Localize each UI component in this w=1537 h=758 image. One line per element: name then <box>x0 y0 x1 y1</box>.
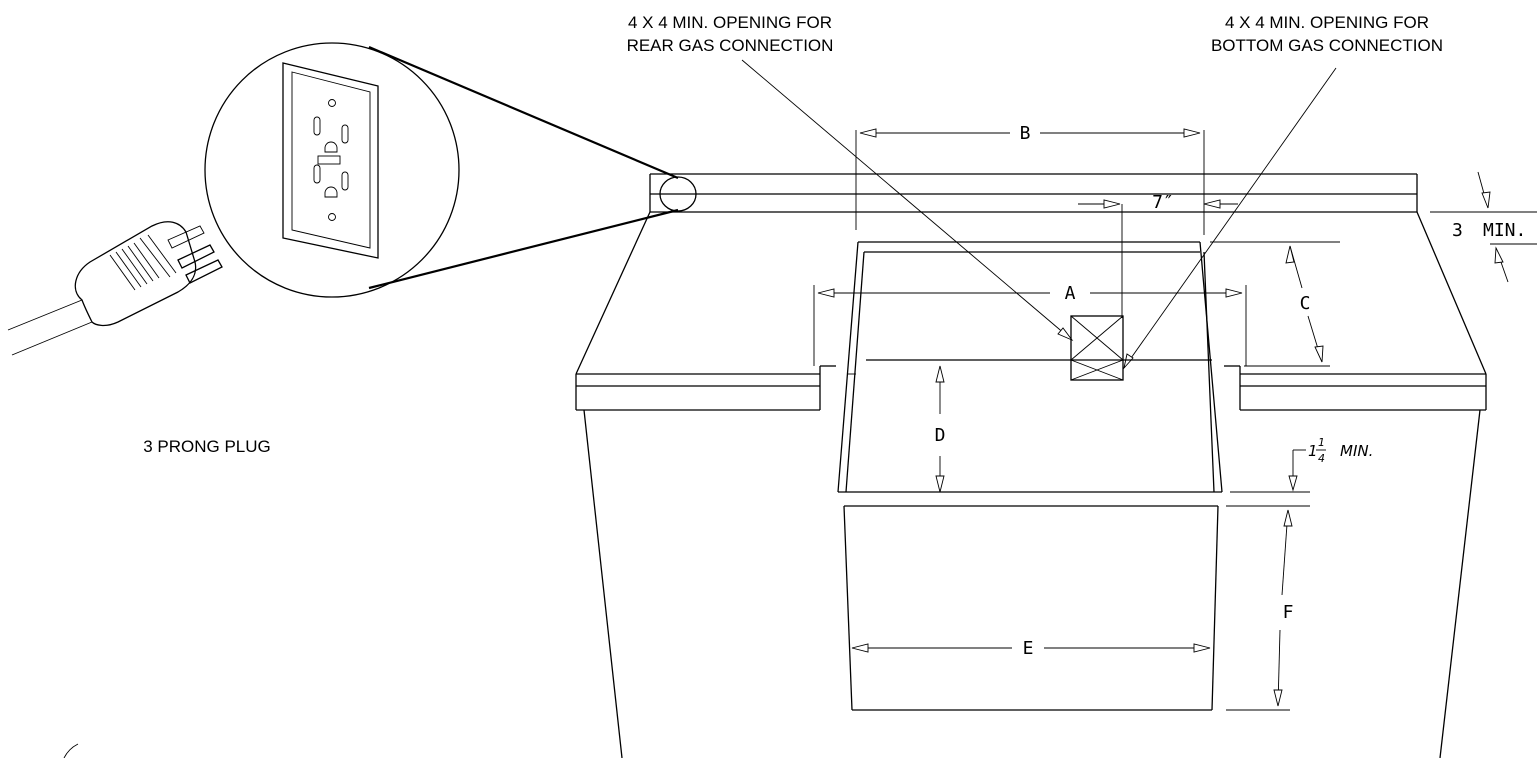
counter-right-edge <box>1416 211 1487 375</box>
counter-front-right <box>1224 365 1487 411</box>
magnifier-circle <box>204 42 460 298</box>
bottom-gas-callout-line2: BOTTOM GAS CONNECTION <box>1211 36 1443 55</box>
dimension-f: F <box>1226 505 1300 711</box>
backsplash <box>649 173 1418 213</box>
cabinet-right-side <box>1439 409 1481 758</box>
rear-gas-callout-line1: 4 X 4 MIN. OPENING FOR <box>628 13 832 32</box>
magnifier-leader-bottom <box>368 208 679 290</box>
magnifier-leader-top <box>368 45 679 180</box>
bottom-gas-leader <box>1123 67 1337 369</box>
bottom-gas-callout-line1: 4 X 4 MIN. OPENING FOR <box>1225 13 1429 32</box>
dim-3min-value: 3 <box>1452 220 1463 241</box>
dimension-d: D <box>848 365 946 493</box>
plug-icon <box>7 221 223 356</box>
dim-1-1-4-whole: 1 <box>1308 442 1318 460</box>
dimension-7in: 7″ <box>1078 192 1238 318</box>
lower-opening <box>843 505 1219 711</box>
outlet-plate <box>282 62 379 259</box>
gas-opening-box <box>1070 315 1124 381</box>
dim-e-label: E <box>1023 638 1034 659</box>
dim-d-label: D <box>935 425 946 446</box>
dimension-1-1-4-min: 1 1 4 MIN. <box>1230 436 1373 507</box>
plug-label: 3 PRONG PLUG <box>143 437 271 456</box>
dim-c-label: C <box>1300 293 1311 314</box>
dim-1-1-4-unit: MIN. <box>1340 442 1373 460</box>
outlet-location-marker <box>659 176 697 212</box>
counter-left-edge <box>575 211 651 375</box>
cabinet-left-side <box>583 409 623 758</box>
range-cutout <box>837 241 1223 493</box>
stray-mark <box>63 743 79 758</box>
dimension-a: A <box>813 283 1247 366</box>
dim-1-1-4-den: 4 <box>1318 452 1325 465</box>
outlet-icon <box>282 62 379 259</box>
dim-f-label: F <box>1283 602 1294 623</box>
outlet-magnifier <box>204 42 679 298</box>
dim-3min-unit: MIN. <box>1483 220 1526 241</box>
counter-front-left <box>575 365 836 411</box>
bottom-gas-leader-arrow <box>1123 353 1134 370</box>
rear-gas-callout-line2: REAR GAS CONNECTION <box>627 36 834 55</box>
dimension-b: B <box>855 123 1205 235</box>
rear-gas-leader <box>741 59 1073 341</box>
rear-gas-leader-arrow <box>1057 327 1074 342</box>
dim-b-label: B <box>1020 123 1031 144</box>
dimension-e: E <box>851 638 1211 659</box>
dim-1-1-4-num: 1 <box>1318 436 1325 449</box>
dim-a-label: A <box>1065 283 1076 304</box>
dimension-c: C <box>1210 241 1340 367</box>
dim-7in-label: 7″ <box>1152 192 1174 213</box>
dimension-3min: 3 MIN. <box>1430 171 1537 283</box>
